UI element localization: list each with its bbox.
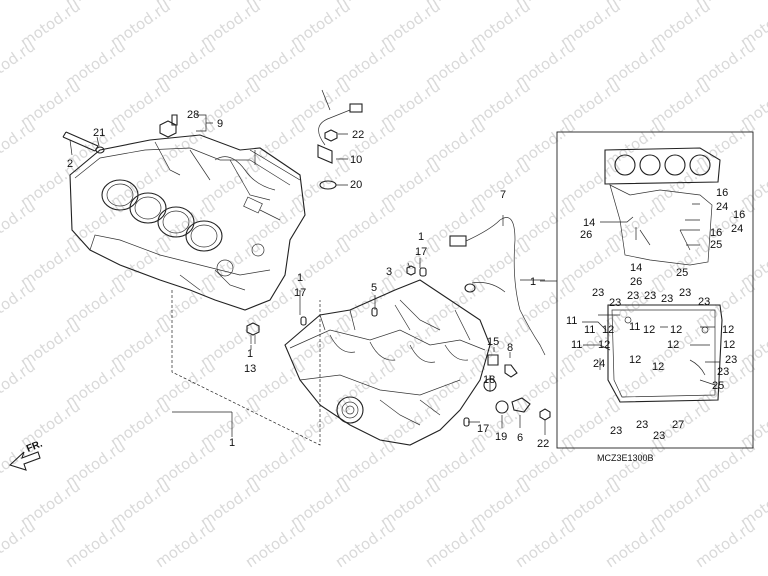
inset-callout-14: 14 xyxy=(583,217,595,229)
inset-callout-23: 23 xyxy=(627,290,639,302)
watermark-text: motod.ru xyxy=(0,0,39,11)
inset-callout-23: 23 xyxy=(644,290,656,302)
inset-callout-12: 12 xyxy=(723,339,735,351)
upper-crankcase-drawing xyxy=(69,134,306,311)
callout-8: 8 xyxy=(507,342,513,354)
watermark-text: motod.ru xyxy=(0,357,39,411)
callout-1: 1 xyxy=(297,272,303,284)
callout-22: 22 xyxy=(537,438,549,450)
callout-1: 1 xyxy=(229,437,235,449)
callout-2: 2 xyxy=(67,158,73,170)
arrow-icon xyxy=(8,451,41,471)
watermark-text: motod.ru xyxy=(0,197,39,251)
callout-18: 18 xyxy=(483,374,495,386)
drawing-code: MCZ3E1300B xyxy=(597,453,654,463)
lower-crankcase-drawing xyxy=(284,279,491,446)
callout-17: 17 xyxy=(415,246,427,258)
callout-10: 10 xyxy=(350,154,362,166)
inset-callout-25: 25 xyxy=(712,380,724,392)
leader-lines xyxy=(69,89,720,446)
watermark-text: motod.ru xyxy=(62,517,129,571)
watermark-text: motod.ru xyxy=(0,37,39,91)
inset-callout-16: 16 xyxy=(710,227,722,239)
inset-callout-12: 12 xyxy=(602,324,614,336)
callout-17: 17 xyxy=(477,423,489,435)
inset-callout-25: 25 xyxy=(676,267,688,279)
callout-1: 1 xyxy=(247,348,253,360)
inset-callout-11: 11 xyxy=(629,321,640,333)
callout-17: 17 xyxy=(294,287,306,299)
inset-callout-23: 23 xyxy=(610,425,622,437)
inset-callout-27: 27 xyxy=(672,419,684,431)
callout-1: 1 xyxy=(418,231,424,243)
inset-callout-16: 16 xyxy=(733,209,745,221)
callout-labels: 28 9 21 2 22 10 20 7 1 17 3 1 17 5 1 13 … xyxy=(67,109,745,463)
inset-callout-23: 23 xyxy=(725,354,737,366)
inset-callout-23: 23 xyxy=(698,296,710,308)
inset-callout-12: 12 xyxy=(722,324,734,336)
inset-callout-23: 23 xyxy=(679,287,691,299)
inset-callout-12: 12 xyxy=(652,361,664,373)
inset-callout-26: 26 xyxy=(630,276,642,288)
callout-1: 1 xyxy=(530,276,536,288)
inset-callout-23: 23 xyxy=(592,287,604,299)
watermark-text: motod.ru xyxy=(692,517,759,571)
inset-gasket-frame xyxy=(556,131,754,449)
watermark-text: motod.ru xyxy=(602,517,669,571)
inset-callout-16: 16 xyxy=(716,187,728,199)
watermark-text: motod.ru xyxy=(332,517,399,571)
callout-19: 19 xyxy=(495,431,507,443)
callout-9: 9 xyxy=(217,118,223,130)
callout-22: 22 xyxy=(352,129,364,141)
inset-callout-23: 23 xyxy=(653,430,665,442)
inset-callout-26: 26 xyxy=(580,229,592,241)
callout-6: 6 xyxy=(517,432,523,444)
callout-3: 3 xyxy=(386,266,392,278)
watermark-text: motod.ru xyxy=(0,517,39,571)
callout-20: 20 xyxy=(350,179,362,191)
callout-28: 28 xyxy=(187,109,199,121)
inset-callout-12: 12 xyxy=(629,354,641,366)
inset-callout-12: 12 xyxy=(670,324,682,336)
watermark-text: motod.ru xyxy=(422,517,489,571)
inset-callout-23: 23 xyxy=(661,293,673,305)
watermark-text: motod.ru xyxy=(512,517,579,571)
callout-5: 5 xyxy=(371,282,377,294)
callout-13: 13 xyxy=(244,363,256,375)
watermark-text: motod.ru xyxy=(152,517,219,571)
inset-callout-23: 23 xyxy=(717,366,729,378)
inset-callout-24: 24 xyxy=(731,223,743,235)
inset-callout-23: 23 xyxy=(636,419,648,431)
small-parts-lower xyxy=(300,217,551,427)
callout-7: 7 xyxy=(500,189,506,201)
watermark-text: motod.ru xyxy=(242,517,309,571)
inset-callout-11: 11 xyxy=(584,324,595,336)
inset-callout-23: 23 xyxy=(609,297,621,309)
watermark-text: motod.ru xyxy=(0,117,39,171)
watermark-text: motod.ru xyxy=(0,277,39,331)
inset-callout-24: 24 xyxy=(593,358,605,370)
inset-callout-12: 12 xyxy=(667,339,679,351)
inset-callout-24: 24 xyxy=(716,201,728,213)
callout-21: 21 xyxy=(93,127,105,139)
inset-callout-11: 11 xyxy=(566,315,577,327)
small-parts-upper xyxy=(62,103,363,344)
inset-callout-12: 12 xyxy=(643,324,655,336)
inset-callout-14: 14 xyxy=(630,262,642,274)
inset-callout-12: 12 xyxy=(598,339,610,351)
inset-callout-11: 11 xyxy=(571,339,582,351)
inset-callout-25: 25 xyxy=(710,239,722,251)
callout-15: 15 xyxy=(487,336,499,348)
